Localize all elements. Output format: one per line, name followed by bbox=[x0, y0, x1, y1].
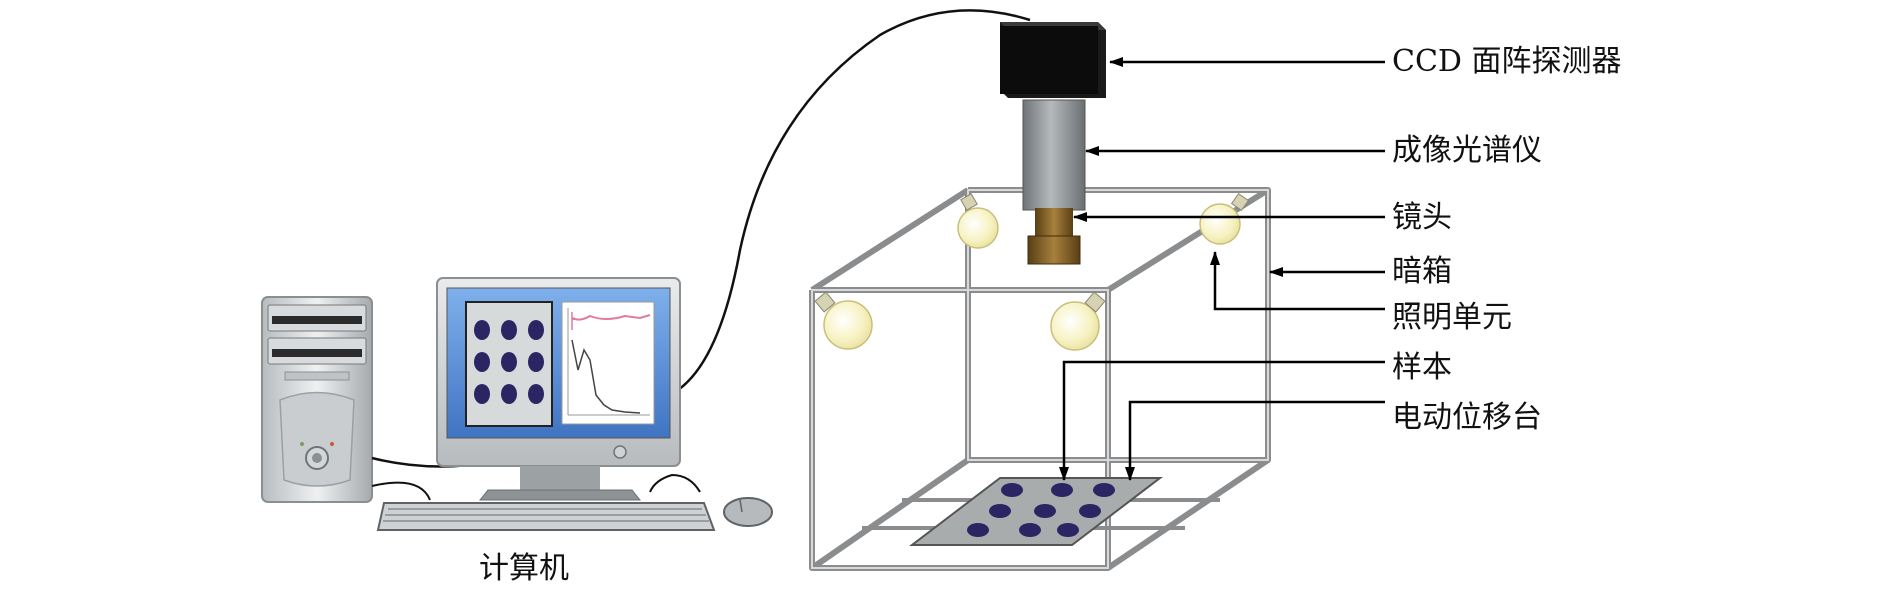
keyboard bbox=[376, 502, 716, 531]
mouse bbox=[723, 497, 773, 527]
camera-lens bbox=[1027, 208, 1081, 265]
arrow-stage bbox=[1125, 400, 1385, 481]
label-lens: 镜头 bbox=[1392, 200, 1452, 235]
label-dark-box: 暗箱 bbox=[1392, 254, 1452, 289]
keyboard-cable bbox=[371, 481, 431, 501]
bulb-back-right bbox=[1199, 192, 1250, 245]
camera-cable bbox=[677, 9, 1031, 392]
label-illumination-unit: 照明单元 bbox=[1392, 300, 1512, 335]
computer-monitor bbox=[436, 277, 681, 501]
imaging-spectrometer bbox=[1022, 99, 1086, 211]
arrow-sample bbox=[1059, 360, 1385, 481]
label-sample: 样本 bbox=[1392, 350, 1452, 385]
computer-tower bbox=[261, 296, 373, 503]
label-imaging-spectrometer: 成像光谱仪 bbox=[1392, 133, 1542, 168]
label-ccd-detector: CCD 面阵探测器 bbox=[1392, 44, 1622, 79]
label-motorized-stage: 电动位移台 bbox=[1392, 400, 1542, 435]
arrow-illumination bbox=[1210, 251, 1385, 311]
bulb-back-left bbox=[957, 193, 999, 249]
bulb-front-right bbox=[1050, 291, 1106, 351]
sample-dots bbox=[967, 483, 1115, 537]
mouse-cable bbox=[649, 473, 701, 493]
bulb-front-left bbox=[814, 291, 873, 350]
callout-arrows bbox=[1059, 57, 1385, 481]
label-computer: 计算机 bbox=[479, 551, 569, 586]
ccd-camera bbox=[1000, 22, 1106, 98]
